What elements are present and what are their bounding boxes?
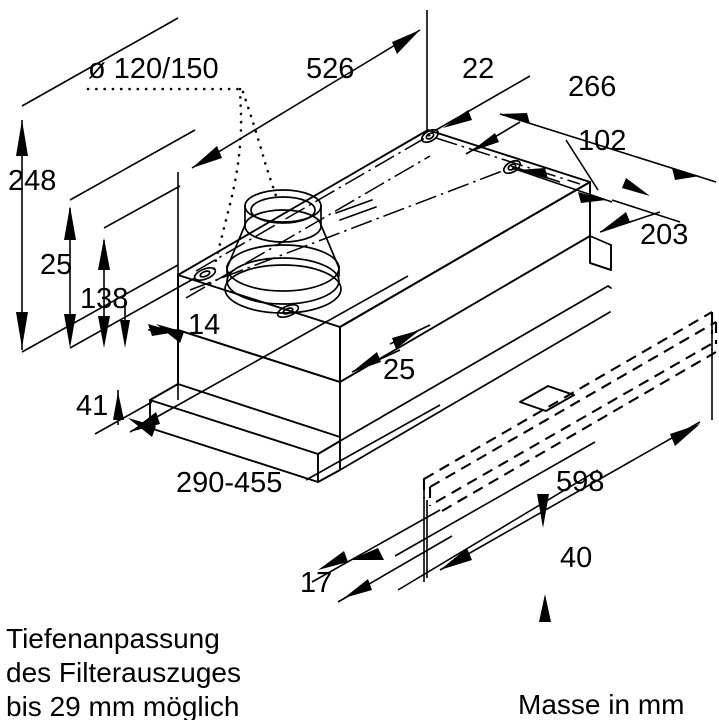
dim-panel-14: 14 xyxy=(148,309,220,400)
arrow-head-22-a xyxy=(443,110,472,128)
arrow-head-17-a xyxy=(318,551,348,570)
dim-front-17: 17 xyxy=(300,509,453,603)
dim-height-248: 248 xyxy=(8,17,179,353)
note-line-1: Tiefenanpassung xyxy=(6,623,220,654)
dim-body-25: 25 xyxy=(351,324,431,386)
arrow-head-102-b xyxy=(578,192,606,203)
dim-label-102: 102 xyxy=(578,125,626,157)
arrow-head-290-a xyxy=(130,412,160,432)
arrow-head-266-b xyxy=(672,168,700,180)
dim-label-25-right: 203 xyxy=(640,219,688,251)
arrow-head-248-bot xyxy=(16,312,28,348)
arrow-head-17-b xyxy=(344,579,372,598)
note-line-2: des Filterauszuges xyxy=(6,657,241,688)
arrow-head-598-b xyxy=(670,424,700,446)
arrow-head-203-top xyxy=(64,206,76,240)
dim-label-138: 138 xyxy=(80,283,128,315)
dim-label-duct-diameter: ø 120/150 xyxy=(88,53,219,85)
arrow-head-598-a xyxy=(440,548,472,570)
dim-label-25-body: 25 xyxy=(383,354,415,386)
unit-note-label: Masse in mm xyxy=(518,689,684,720)
arrow-head-25r-b xyxy=(600,212,630,232)
dim-depth-102: 102 xyxy=(511,125,626,203)
dim-width-526: 526 xyxy=(177,10,428,280)
dim-label-248: 248 xyxy=(8,165,56,197)
dim-label-266: 266 xyxy=(568,71,616,103)
dim-duct-diameter: ø 120/150 xyxy=(86,53,280,278)
note-unit: Masse in mm xyxy=(518,689,684,720)
note-line-3: bis 29 mm möglich xyxy=(6,691,239,720)
dim-label-41: 41 xyxy=(76,390,108,422)
dim-label-290-455: 290-455 xyxy=(176,467,282,499)
drawer-origin-reference xyxy=(350,500,428,578)
arrow-head-266-a xyxy=(500,113,530,124)
dim-label-22: 22 xyxy=(462,53,494,85)
dim-width-598: 598 xyxy=(423,312,713,582)
dim-label-526: 526 xyxy=(306,53,354,85)
dim-label-203: 25 xyxy=(40,249,72,281)
arrow-head-248-top xyxy=(16,120,28,156)
arrow-head-25r-a xyxy=(622,178,650,196)
arrow-head-102-a xyxy=(518,168,548,179)
arrow-head-40-top xyxy=(537,494,549,528)
arrow-head-203-bot xyxy=(64,314,76,348)
arrow-head-138-bot xyxy=(98,316,110,348)
arrow-head-small xyxy=(120,320,130,348)
telescopic-filter-drawer xyxy=(339,285,718,512)
note-depth-adjustment: Tiefenanpassung des Filterauszuges bis 2… xyxy=(6,623,241,720)
dim-label-40: 40 xyxy=(560,542,592,574)
dim-small-arrow-stack xyxy=(120,300,130,348)
arrow-head-left xyxy=(192,146,222,168)
dim-edge-25-right: 203 xyxy=(599,178,688,251)
arrow-head-14-b xyxy=(156,324,184,343)
arrow-head-right xyxy=(392,30,420,54)
duct-collar xyxy=(193,189,377,319)
arrow-head-40-bot xyxy=(539,594,551,622)
arrow-head-origin xyxy=(350,548,384,560)
dim-range-290-455: 290-455 xyxy=(129,275,441,499)
arrow-head-25b-b xyxy=(352,352,381,372)
dim-height-138: 138 xyxy=(80,185,181,348)
dim-front-40: 40 xyxy=(394,441,599,622)
arrow-head-25b-a xyxy=(392,330,420,349)
dim-offset-22: 22 xyxy=(435,53,531,155)
filter-front-panel xyxy=(149,329,341,483)
arrow-head-22-b xyxy=(470,133,499,152)
dim-depth-266: 266 xyxy=(499,71,717,183)
dim-label-14: 14 xyxy=(188,309,220,341)
arrow-head-138-top xyxy=(98,238,110,270)
dim-height-203: 25 xyxy=(40,129,196,349)
dim-front-41: 41 xyxy=(76,390,156,437)
dim-label-17: 17 xyxy=(300,567,332,599)
arrow-head-41-a xyxy=(113,392,124,420)
